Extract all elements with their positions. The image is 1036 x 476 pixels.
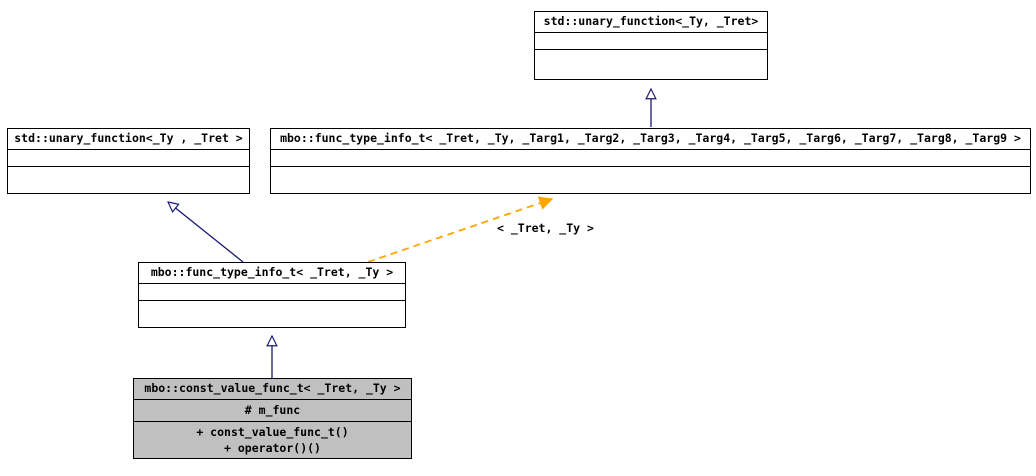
class-operations [139, 301, 405, 317]
class-box-std-unary-function-top[interactable]: std::unary_function<_Ty, _Tret> [534, 11, 768, 80]
class-attributes [8, 150, 249, 166]
class-separator [8, 166, 249, 167]
template-binding-label: < _Tret, _Ty > [497, 221, 594, 235]
class-operations: + const_value_func_t() + operator()() [134, 422, 411, 459]
class-title: mbo::func_type_info_t< _Tret, _Ty > [150, 265, 394, 279]
class-separator [139, 300, 405, 301]
class-operation-call-operator: + operator()() [224, 441, 321, 455]
class-separator [271, 149, 1030, 150]
class-separator [535, 49, 767, 50]
class-box-mbo-func-type-info-t-2[interactable]: mbo::func_type_info_t< _Tret, _Ty > [138, 262, 406, 328]
class-separator [535, 32, 767, 33]
class-attribute-m-func: # m_func [244, 403, 301, 417]
class-operations [535, 50, 767, 66]
class-box-std-unary-function-left[interactable]: std::unary_function<_Ty , _Tret > [7, 128, 250, 194]
class-operation-constructor: + const_value_func_t() [196, 425, 349, 439]
edge-inheritance-left [168, 202, 244, 263]
class-title: mbo::const_value_func_t< _Tret, _Ty > [144, 381, 401, 395]
class-title: std::unary_function<_Ty , _Tret > [14, 131, 243, 145]
class-attributes [535, 33, 767, 49]
class-attributes: # m_func [134, 400, 411, 421]
class-separator [8, 149, 249, 150]
class-box-mbo-func-type-info-t-full[interactable]: mbo::func_type_info_t< _Tret, _Ty, _Targ… [270, 128, 1031, 194]
class-separator [134, 399, 411, 400]
class-attributes [139, 284, 405, 300]
class-title: std::unary_function<_Ty, _Tret> [543, 14, 759, 28]
class-box-mbo-const-value-func-t[interactable]: mbo::const_value_func_t< _Tret, _Ty > # … [133, 378, 412, 459]
class-operations [8, 167, 249, 183]
class-separator [134, 421, 411, 422]
class-title: mbo::func_type_info_t< _Tret, _Ty, _Targ… [280, 131, 1021, 145]
class-separator [271, 166, 1030, 167]
class-attributes [271, 150, 1030, 166]
class-operations [271, 167, 1030, 183]
class-separator [139, 283, 405, 284]
